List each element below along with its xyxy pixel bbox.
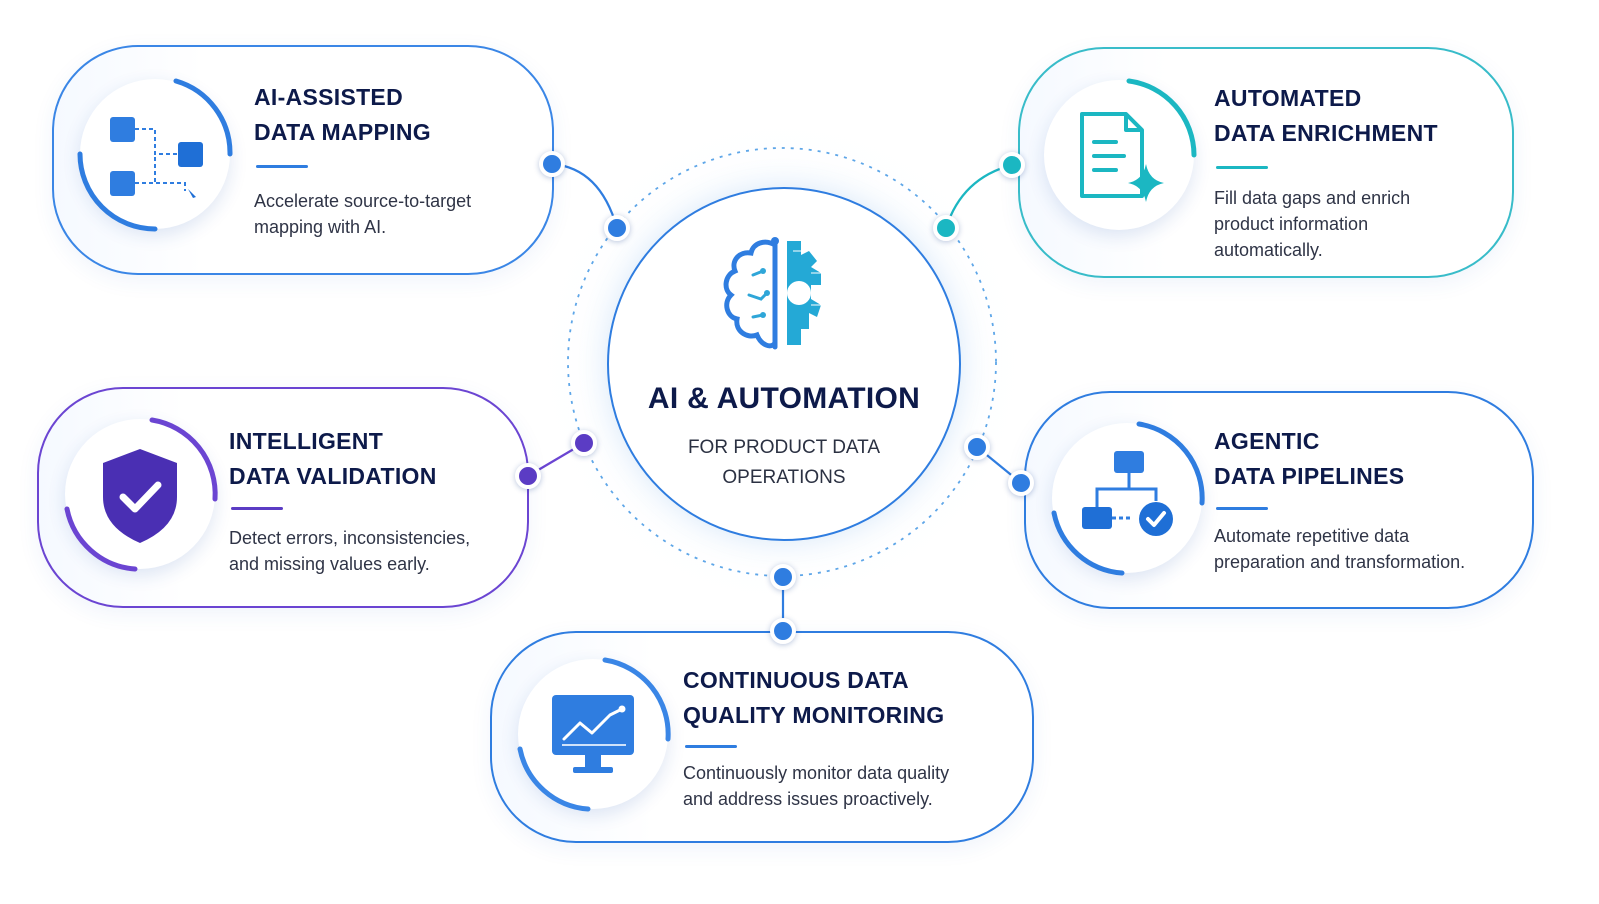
hub-orbit-ring [567,147,997,577]
connector-dot [539,151,565,177]
connector-dot [770,564,796,590]
connector-dot [571,430,597,456]
icon-badge [1051,421,1205,576]
connector-dot [515,463,541,489]
hub-title: AI & AUTOMATION [647,382,921,415]
connector-dot [1008,470,1034,496]
icon-badge [77,78,233,232]
icon-badge [517,657,671,812]
brain-gear-icon [723,237,821,350]
document-sparkle-icon [1080,112,1164,202]
card-description: Detect errors, inconsistencies,and missi… [229,528,471,574]
icon-badge [1044,78,1197,230]
icon-badge [64,417,218,572]
hub-subtitle: FOR PRODUCT DATA OPERATIONS [687,437,881,488]
mapping-icon [110,117,203,198]
title-underline [1216,507,1268,510]
pipeline-check-icon [1082,451,1173,536]
title-underline [256,165,308,168]
monitor-chart-icon [552,695,634,773]
connector-dot [999,152,1025,178]
connector-dot [964,434,990,460]
title-underline [1216,166,1268,169]
title-underline [231,507,283,510]
title-underline [685,745,737,748]
connector-dot [933,215,959,241]
shield-check-icon [103,449,177,543]
connector-dot [604,215,630,241]
hub-circle: AI & AUTOMATION FOR PRODUCT DATA OPERATI… [607,187,961,541]
connector-dot [770,618,796,644]
